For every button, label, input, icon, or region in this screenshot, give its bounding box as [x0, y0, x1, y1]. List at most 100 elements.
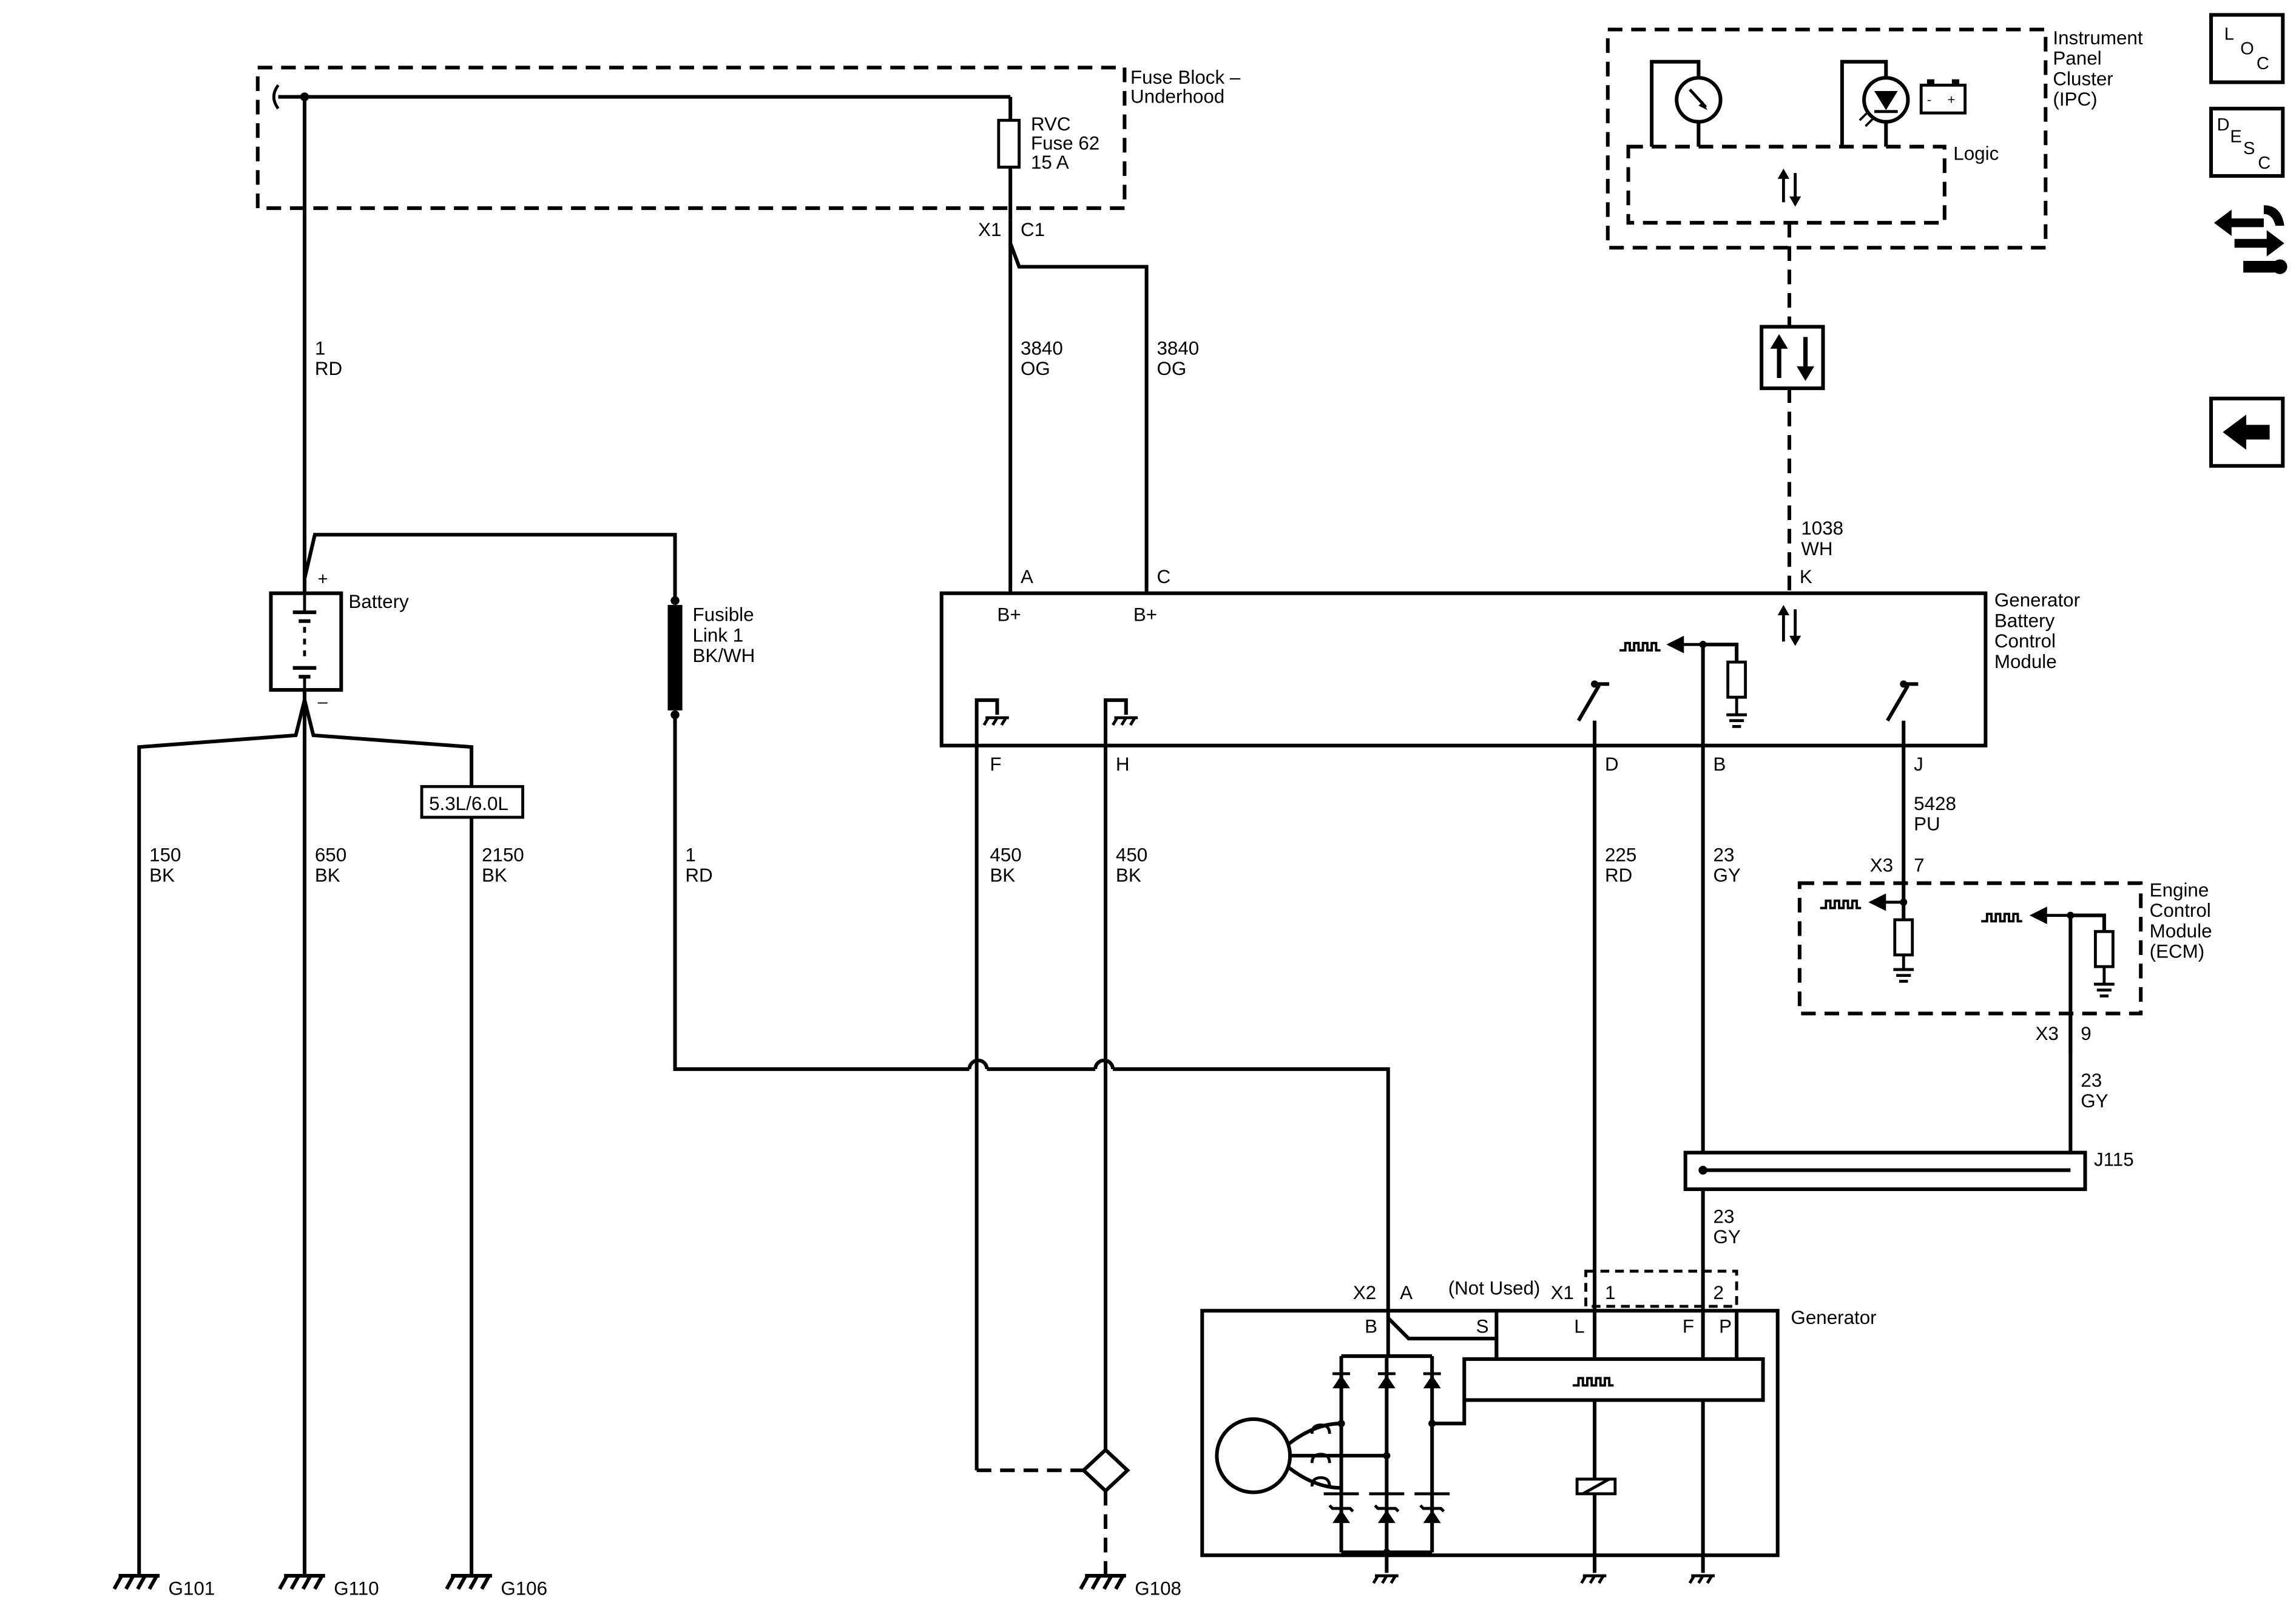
generator-label: Generator [1791, 1307, 1876, 1328]
bus-bar-icon [272, 84, 280, 110]
ground-g108-label: G108 [1135, 1578, 1181, 1599]
battery-positive: + [318, 569, 328, 589]
ground-g108-icon [1081, 1576, 1126, 1589]
wire-5428-circuit: 5428 [1914, 793, 1956, 814]
ipc-label-2: Panel [2053, 48, 2101, 69]
desc-letter-4: C [2258, 154, 2271, 173]
splice-pack-j115: J115 23 GY [1683, 1149, 2134, 1247]
gbcm-pin-f: F [990, 754, 1001, 775]
fuse-62-icon [997, 118, 1021, 169]
gbcm-bplus-a: B+ [997, 604, 1021, 626]
generator-case-ground-3-icon [1690, 1576, 1715, 1583]
splice-label: J115 [2094, 1149, 2134, 1170]
ground-g101-label: G101 [169, 1578, 215, 1599]
svg-text:+: + [1948, 92, 1956, 107]
wire-3840-c-circuit: 3840 [1156, 337, 1199, 359]
wire-225-color: RD [1605, 865, 1632, 886]
gbcm-serial-data-icon [1777, 605, 1801, 646]
wire-3840-a-circuit: 3840 [1021, 337, 1063, 359]
battery-warning-icon [1919, 83, 1967, 115]
engine-option-box [420, 785, 524, 819]
ecm-label-2: Control [2150, 900, 2211, 921]
desc-letter-3: S [2243, 139, 2255, 158]
generator-pin-p: P [1719, 1315, 1732, 1337]
generator-battery-control-module: Generator Battery Control Module A C K B… [939, 566, 2080, 775]
generator-case-ground-1-icon [1374, 1576, 1399, 1583]
fuse-label-2: Fuse 62 [1031, 133, 1099, 154]
generator-pin-l: L [1574, 1315, 1584, 1337]
wire-1-rd-color: RD [315, 358, 342, 379]
gbcm-pin-k: K [1800, 566, 1812, 587]
ecm-label-1: Engine [2150, 879, 2209, 900]
ecm-label-4: (ECM) [2150, 941, 2205, 962]
svg-text:-: - [1927, 92, 1931, 107]
ground-g110-icon [280, 1576, 325, 1589]
pullup-resistor-icon [1726, 660, 1747, 699]
back-button[interactable] [2209, 396, 2285, 468]
wire-23-gen-circuit: 23 [1714, 1206, 1735, 1227]
ecm-pin-7: 7 [1914, 854, 1924, 876]
ecm-x3-top: X3 [1870, 854, 1893, 876]
fuse-block-title-1: Fuse Block – [1130, 67, 1241, 88]
engine-control-module: Engine Control Module (ECM) X3 7 X3 9 23… [1797, 854, 2212, 1166]
generator-pin-2: 2 [1714, 1282, 1724, 1303]
voltage-regulator [1462, 1357, 1765, 1402]
ipc-label-1: Instrument [2053, 27, 2142, 49]
description-button[interactable]: D E S C [2209, 106, 2285, 178]
ecm-pin-9: 9 [2081, 1023, 2091, 1044]
generator-pin-s: S [1476, 1315, 1489, 1337]
ground-g106-label: G106 [501, 1578, 547, 1599]
gbcm-pin-d: D [1605, 754, 1619, 775]
battery-label: Battery [348, 591, 409, 612]
gbcm-label-4: Module [1994, 651, 2057, 672]
gbcm-pin-h: H [1116, 754, 1130, 775]
fuse-block-underhood: Fuse Block – Underhood RVC Fuse 62 15 A … [255, 66, 1241, 240]
loc-letter-3: C [2257, 54, 2269, 73]
ground-g106-icon [447, 1576, 492, 1589]
gbcm-label-1: Generator [1994, 589, 2080, 610]
generator-not-used: (Not Used) [1448, 1278, 1541, 1299]
wire-450-h-color: BK [1116, 865, 1141, 886]
fusible-link-label-1: Fusible [692, 604, 754, 626]
location-button[interactable]: L O C [2209, 13, 2285, 84]
fusible-link-label-3: BK/WH [692, 645, 755, 666]
generator-case-ground-2-icon [1581, 1576, 1606, 1583]
desc-letter-2: E [2230, 127, 2241, 146]
gbcm-label-3: Control [1994, 630, 2056, 652]
wire-23-ecm-color: GY [2081, 1090, 2108, 1112]
fuse-label-3: 15 A [1031, 152, 1069, 173]
loc-letter-1: L [2224, 25, 2234, 44]
wire-1038-color: WH [1801, 538, 1832, 559]
wire-2150-circuit: 2150 [482, 844, 524, 865]
ecm-pwm-9-icon [1980, 913, 2024, 923]
wire-2150-color: BK [482, 865, 507, 886]
diagnostic-tools-icon[interactable] [2213, 205, 2288, 274]
wire-225-circuit: 225 [1605, 844, 1636, 865]
ipc-serial-data-icon [1777, 168, 1801, 207]
ipc-label-4: (IPC) [2053, 89, 2097, 110]
ecm-pwm-7-icon [1818, 899, 1863, 910]
ground-g110-label: G110 [334, 1578, 379, 1599]
loc-letter-2: O [2240, 39, 2254, 59]
serial-data-icon [1760, 325, 1825, 390]
fusible-link-icon [667, 605, 683, 711]
gbcm-pin-c: C [1156, 566, 1170, 587]
ecm-label-3: Module [2150, 920, 2212, 942]
wire-150-circuit: 150 [149, 844, 181, 865]
generator-x2: X2 [1353, 1282, 1376, 1303]
wire-1-fusible-color: RD [685, 865, 712, 886]
ipc-label-3: Cluster [2053, 68, 2113, 89]
connector-x1: X1 [978, 219, 1001, 240]
battery-negative: – [318, 692, 328, 712]
switch-d-icon [1576, 684, 1601, 722]
wire-450-f-color: BK [990, 865, 1015, 886]
engine-option-label: 5.3L/6.0L [429, 793, 508, 814]
ground-g101-icon [114, 1576, 160, 1589]
gbcm-lower-wires: 450 BK 450 BK 225 RD 23 GY 5428 PU [974, 745, 1956, 1576]
gbcm-pin-a: A [1021, 566, 1033, 587]
wire-23-gen-color: GY [1714, 1226, 1741, 1247]
back-arrow-icon [2223, 414, 2270, 450]
generator: Generator X2 A (Not Used) X1 1 2 B S L F… [1200, 1269, 1877, 1573]
serial-data-line: 1038 WH [1760, 223, 1843, 593]
